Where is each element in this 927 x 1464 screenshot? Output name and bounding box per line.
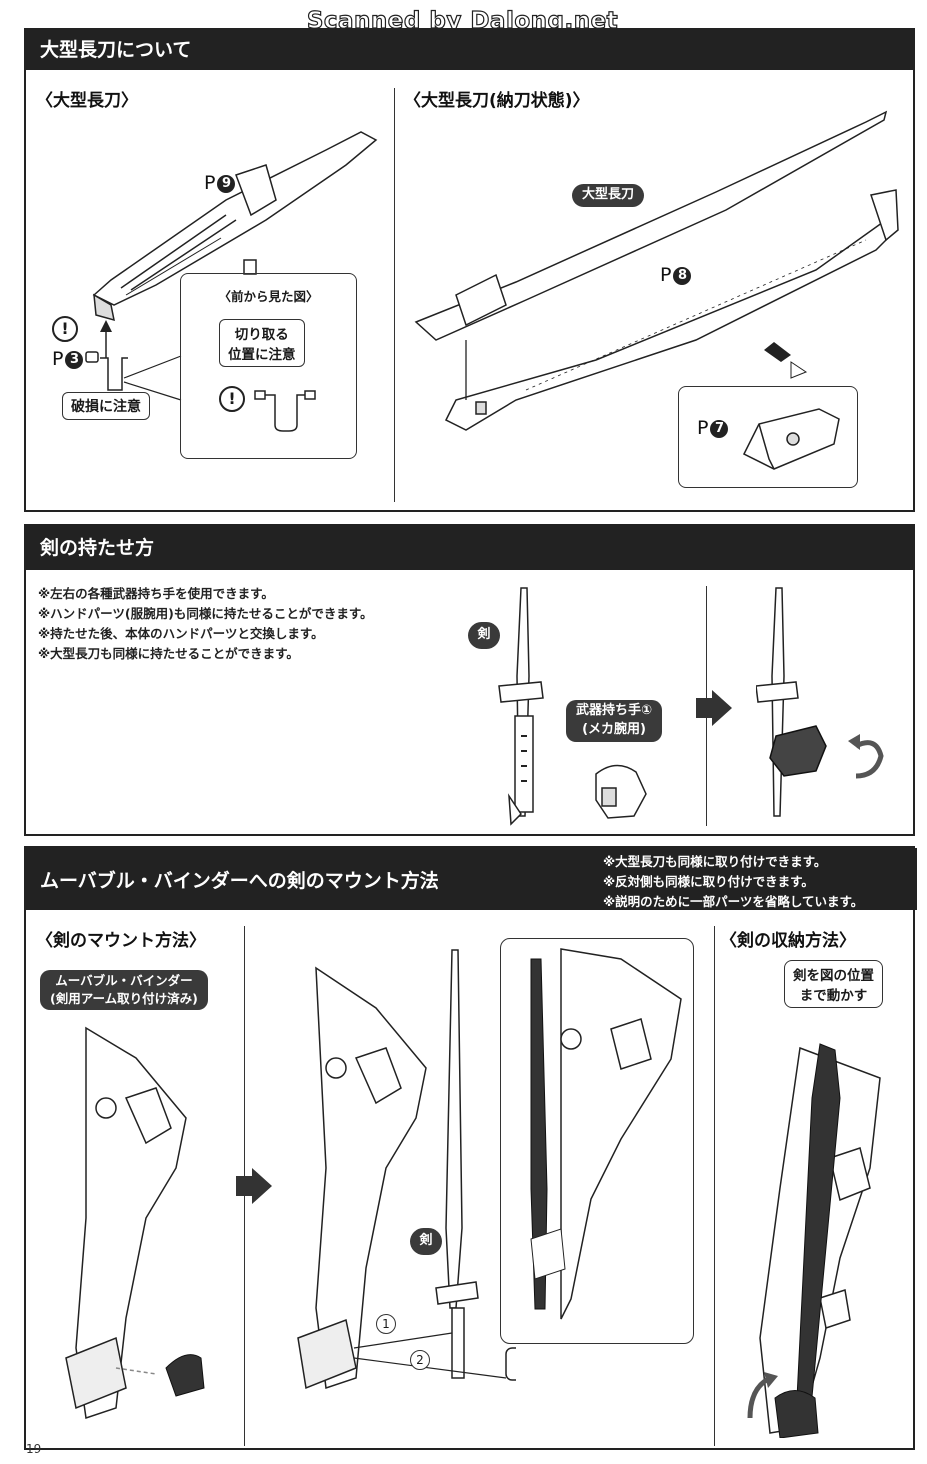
mount-heading: 〈剣のマウント方法〉	[36, 931, 206, 951]
arrow-right-icon	[696, 690, 732, 726]
note-line: ※ハンドパーツ(服腕用)も同様に持たせることができます。	[38, 606, 373, 621]
storage-illustration	[747, 1043, 881, 1438]
caution-break-note: 破損に注意	[62, 392, 150, 420]
p3-letter: P	[52, 348, 64, 370]
note-line: ※持たせた後、本体のハンドパーツと交換します。	[38, 626, 324, 641]
binder-label: ムーバブル・バインダー (剣用アーム取り付け済み)	[40, 970, 208, 1011]
p3-number: 3	[65, 350, 84, 369]
naginata-illustration	[85, 131, 378, 408]
section-title: 大型長刀について	[26, 30, 913, 70]
note-line: ※大型長刀も同様に取り付けできます。	[603, 854, 827, 869]
sword-illustration	[498, 587, 544, 826]
divider	[714, 926, 715, 1446]
gripped-sword-illustration	[756, 587, 884, 817]
caution-icon: !	[219, 386, 245, 412]
divider	[394, 88, 395, 502]
section-title: ムーバブル・バインダーへの剣のマウント方法	[26, 848, 613, 910]
cut-position-note: 切り取る 位置に注意	[219, 319, 305, 367]
move-sword-note: 剣を図の位置 まで動かす	[784, 960, 883, 1008]
p7-number: 7	[710, 419, 729, 438]
p7-part-illustration	[742, 408, 840, 470]
sword-label: 剣	[468, 622, 500, 649]
section-title: 剣の持たせ方	[26, 526, 913, 570]
mount-step-illustration	[297, 949, 516, 1390]
right-heading: 〈大型長刀(納刀状態)〉	[404, 91, 590, 111]
hand-part-illustration	[595, 764, 647, 819]
note-line: ※大型長刀も同様に持たせることができます。	[38, 646, 299, 661]
sheathed-naginata-illustration	[414, 110, 899, 431]
sword-label: 剣	[410, 1228, 442, 1255]
p7-letter: P	[697, 417, 709, 439]
grip-notes: ※左右の各種武器持ち手を使用できます。 ※ハンドパーツ(服腕用)も同様に持たせる…	[38, 584, 373, 664]
caution-icon: !	[52, 316, 78, 342]
step-1-marker: 1	[376, 1314, 396, 1334]
header-fill	[596, 848, 917, 910]
arrow-right-icon	[236, 1168, 272, 1204]
cut-part-illustration	[254, 390, 316, 432]
hand-label: 武器持ち手① (メカ腕用)	[566, 700, 663, 742]
front-view-inset: 〈前から見た図〉 切り取る 位置に注意 !	[180, 273, 357, 459]
section-binder-mount: ムーバブル・バインダーへの剣のマウント方法 ※大型長刀も同様に取り付けできます。…	[24, 846, 917, 1450]
note-line: ※左右の各種武器持ち手を使用できます。	[38, 586, 274, 601]
mount-notes: ※大型長刀も同様に取り付けできます。 ※反対側も同様に取り付けできます。 ※説明…	[603, 852, 863, 912]
p9-number: 9	[217, 174, 236, 193]
binder-illustration	[65, 1026, 205, 1419]
left-heading: 〈大型長刀〉	[36, 91, 138, 111]
p9-letter: P	[204, 172, 216, 194]
note-line: ※反対側も同様に取り付けできます。	[603, 874, 814, 889]
step-2-marker: 2	[410, 1350, 430, 1370]
page-number: 19	[26, 1442, 42, 1456]
storage-heading: 〈剣の収納方法〉	[720, 931, 856, 951]
blade-label: 大型長刀	[572, 184, 645, 207]
section-sword-grip: 剣の持たせ方 ※左右の各種武器持ち手を使用できます。 ※ハンドパーツ(服腕用)も…	[24, 524, 915, 836]
detail-inset	[500, 938, 694, 1344]
p8-number: 8	[673, 266, 692, 285]
front-view-label: 〈前から見た図〉	[218, 289, 319, 304]
detail-illustration	[530, 948, 682, 1320]
p8-letter: P	[660, 264, 672, 286]
note-line: ※説明のために一部パーツを省略しています。	[603, 894, 864, 909]
